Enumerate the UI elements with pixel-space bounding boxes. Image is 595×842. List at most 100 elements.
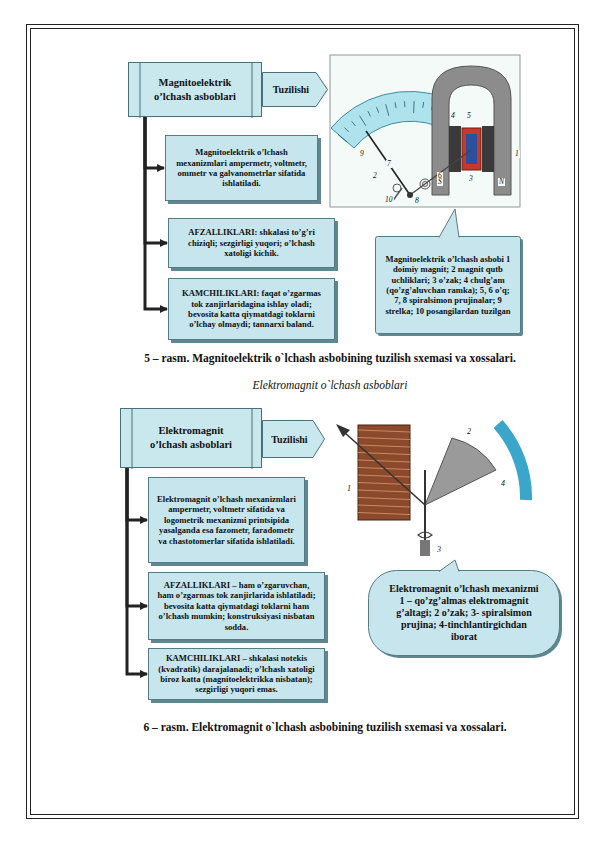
coil-windings [358,430,410,515]
divider-line [252,409,253,469]
callout-number: 2 [466,428,472,436]
arrow-box: Tuzilishi [262,72,328,107]
picture-panel [330,55,520,207]
pole-letter: N [498,178,505,186]
instrument-scale [498,424,526,500]
node-text: Tuzilishi [270,434,309,445]
node-text: Magnitoelektrik o’lchash asboblari [147,76,243,103]
coil-winding [358,498,410,500]
branch-connector [145,117,167,309]
node-text: KAMCHILIKLARI: faqat o’zgarmas tok zanji… [176,288,327,330]
arrow-outline [263,421,325,458]
callout-box: AFZALLIKLARI: shkalasi to’g’ri chiziqli;… [168,218,335,268]
coil-winding [358,438,410,440]
coil-winding [358,460,410,462]
coil-winding [358,505,410,507]
node-text: Elektromagnit o’lchash mexanizmlari ampe… [156,494,297,546]
title-box: Magnitoelektrik o’lchash asboblari [128,62,262,117]
divider-line [252,63,253,118]
pointer [344,432,425,505]
callout-number: 2 [372,172,378,180]
branch-connector [127,468,147,520]
speech-callout: Elektromagnit o’lchash mexanizmi 1 – qo’… [368,570,560,656]
section-heading: Elektromagnit o`lchash asboblari [90,379,570,391]
divider-line [132,409,133,469]
coil-winding [358,445,410,447]
scale-tick [404,101,405,107]
scale-tick [368,111,371,116]
core [466,134,477,164]
pointer-tip [336,424,350,437]
coil-winding [358,475,410,477]
callout-number: 1 [514,150,520,158]
branch-connector [145,117,164,168]
callout-box: KAMCHILIKLARI: faqat o’zgarmas tok zanji… [168,278,335,340]
scale-tick [345,128,349,132]
divider-line [140,63,141,118]
bubble-pointer [439,209,459,238]
scale-tick [360,116,366,126]
arrow-box: Tuzilishi [262,420,325,458]
arrow-outline [263,73,328,107]
callout-box: AFZALLIKLARI – ham o’zgaruvchan, ham o’z… [148,572,325,640]
scale-ticks [338,101,442,142]
node-text: Magnitoelektrik o’lchash mexanizmlari am… [173,147,310,189]
node-text: Magnitoelektrik o’lchash asbobi 1 doimiy… [384,254,512,317]
callout-number: 3 [436,546,442,554]
coil-winding [358,490,410,492]
pointer [366,131,410,195]
axle [410,150,471,195]
damper-vane [425,438,496,505]
instrument-scale [331,91,446,148]
figure-caption: 5 – rasm. Magnitoelektrik o`lchash asbob… [70,352,590,364]
scale-tick [395,102,396,108]
callout-box: Elektromagnit o’lchash mexanizmlari ampe… [148,477,305,563]
coil-winding [358,513,410,515]
title-box: Elektromagnit o’lchash asboblari [120,408,262,468]
pole-letter: S [437,178,443,186]
bubble-body [369,571,560,656]
callout-number: 4 [450,112,456,120]
spiral-spring [423,182,428,187]
callout-number: 7 [386,160,392,168]
scale-tick [413,101,415,113]
scale-tick [422,102,424,108]
callout-number: 3 [468,175,474,183]
scale-tick [377,107,379,113]
callout-number: 10 [384,196,394,204]
coil-winding [358,453,410,455]
callout-number: 9 [359,150,365,158]
callout-number: 8 [414,197,420,205]
speech-callout: Magnitoelektrik o’lchash asbobi 1 doimiy… [375,236,521,334]
branch-connector [127,468,147,674]
pole-piece [482,126,494,172]
scale-tick [338,135,347,143]
callout-box: Magnitoelektrik o’lchash mexanizmlari am… [165,135,318,201]
figure-caption: 6 – rasm. Elektromagnit o`lchash asbobin… [60,721,590,733]
branch-connector [145,117,167,243]
node-text: AFZALLIKLARI – ham o’zgaruvchan, ham o’z… [156,580,317,632]
callout-number: 5 [466,112,472,120]
node-text: AFZALLIKLARI: shkalasi to’g’ri chiziqli;… [176,227,327,258]
callout-box: KAMCHILIKLARI – shkalasi notekis (kvadra… [148,648,325,700]
moving-coil [462,128,481,170]
bubble-body [376,237,521,334]
damper-chamber [420,540,430,556]
permanent-magnet [432,66,511,195]
node-text: Tuzilishi [270,84,312,95]
coil-winding [358,430,410,432]
pivot [407,192,413,198]
spiral-spring [418,532,432,538]
branch-connector [127,468,147,606]
node-text: Elektromagnit o’lchash mexanizmi 1 – qo’… [388,583,540,644]
fixed-coil [358,425,410,520]
callout-number: 1 [346,485,352,493]
node-text: Elektromagnit o’lchash asboblari [139,424,243,451]
counterweight [392,188,402,202]
node-text: KAMCHILIKLARI – shkalasi notekis (kvadra… [156,653,317,695]
scale-tick [386,104,389,116]
callout-number: 4 [500,480,506,488]
spiral-spring [420,179,430,189]
scale-tick [352,121,356,126]
